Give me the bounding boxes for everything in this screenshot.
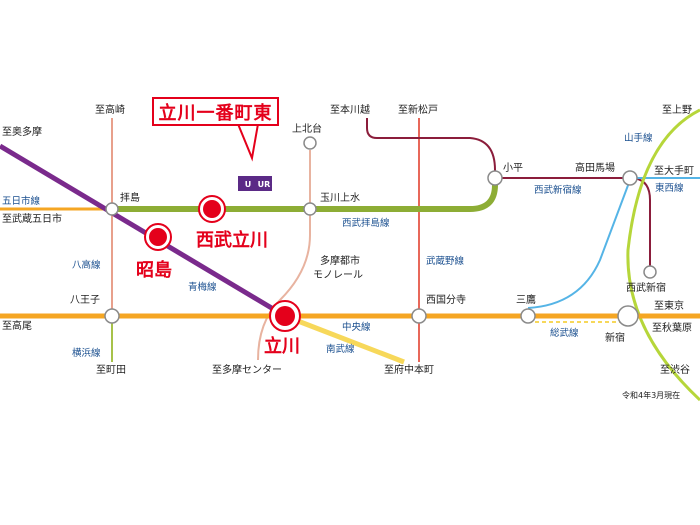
- label-tozai-line: 東西線: [655, 182, 684, 194]
- label-seibu-tachikawa: 西武立川: [196, 229, 268, 251]
- label-mitaka: 三鷹: [516, 293, 536, 306]
- label-monorail-line-2: モノレール: [313, 270, 363, 281]
- dir-machida: 至町田: [96, 364, 126, 376]
- station-kokubunji[interactable]: [411, 308, 427, 324]
- label-takadanobaba: 高田馬場: [575, 161, 615, 174]
- label-seibu-haijima-line: 西武拝島線: [342, 217, 390, 229]
- dir-takasaki: 至高崎: [95, 103, 125, 116]
- station-takadanobaba[interactable]: [622, 170, 638, 186]
- monorail-line: [257, 150, 311, 361]
- label-kokubunji: 西国分寺: [426, 294, 466, 306]
- seibu-shinjuku-line: [366, 118, 651, 272]
- label-seibu-shinjuku: 西武新宿: [626, 281, 666, 294]
- dir-musashi-itsukaichi: 至武蔵五日市: [2, 212, 62, 225]
- station-tamagawa-josui[interactable]: [303, 202, 317, 216]
- dir-ueno: 至上野: [662, 104, 692, 116]
- label-tachikawa: 立川: [264, 335, 300, 357]
- ome-line: [0, 143, 287, 319]
- station-haijima[interactable]: [105, 202, 119, 216]
- svg-text:U: U: [245, 180, 252, 189]
- dir-tokyo: 至東京: [654, 299, 684, 312]
- label-monorail-line-1: 多摩都市: [320, 254, 360, 267]
- label-kamikitadai: 上北台: [292, 122, 322, 135]
- label-shinjuku: 新宿: [605, 331, 625, 344]
- label-kodaira: 小平: [503, 162, 523, 174]
- seibu-haijima-line: [112, 178, 498, 212]
- label-sobu-line: 総武線: [550, 327, 579, 339]
- label-akishima: 昭島: [136, 259, 172, 281]
- callout-pointer: [236, 123, 260, 162]
- station-mitaka[interactable]: [520, 308, 536, 324]
- ur-logo-icon: U UR: [238, 176, 272, 191]
- callout-title: 立川一番町東: [152, 97, 279, 126]
- sobu-line: [527, 179, 631, 309]
- station-shinjuku[interactable]: [617, 305, 639, 327]
- dir-shin-matsudo: 至新松戸: [398, 103, 438, 116]
- dir-fuchu-hommachi: 至府中本町: [384, 363, 434, 376]
- station-kamikitadai[interactable]: [303, 136, 317, 150]
- label-hachioji: 八王子: [70, 294, 100, 306]
- dir-tama-center: 至多摩センター: [212, 363, 282, 376]
- label-yamanote-line: 山手線: [624, 132, 653, 144]
- highlight-akishima[interactable]: [144, 223, 172, 251]
- label-nambu-line: 南武線: [326, 343, 355, 355]
- highlight-seibu-tachikawa[interactable]: [198, 195, 226, 223]
- label-tamagawa-josui: 玉川上水: [320, 192, 360, 204]
- dir-okutama: 至奥多摩: [2, 125, 42, 138]
- yamanote-line: [626, 108, 700, 402]
- dir-hon-kawagoe: 至本川越: [330, 103, 370, 116]
- highlight-tachikawa[interactable]: [269, 300, 301, 332]
- dir-akihabara: 至秋葉原: [652, 321, 692, 334]
- dir-otemachi: 至大手町: [654, 164, 694, 177]
- label-musashino-line: 武蔵野線: [426, 255, 465, 267]
- label-haijima: 拝島: [120, 191, 140, 204]
- dir-takao: 至高尾: [2, 319, 32, 332]
- label-ome-line: 青梅線: [188, 281, 217, 293]
- label-seibu-shinjuku-line: 西武新宿線: [534, 184, 582, 196]
- label-itsukaichi-line: 五日市線: [2, 195, 41, 207]
- station-hachioji[interactable]: [104, 308, 120, 324]
- label-yokohama-line: 横浜線: [72, 347, 101, 359]
- station-kodaira[interactable]: [487, 170, 503, 186]
- svg-text:UR: UR: [258, 180, 271, 189]
- station-seibu-shinjuku[interactable]: [643, 265, 657, 279]
- date-note: 令和4年3月現在: [622, 390, 680, 400]
- dir-shibuya: 至渋谷: [660, 363, 690, 376]
- label-chuo-line: 中央線: [342, 321, 371, 333]
- nambu-line: [284, 313, 405, 365]
- label-hachiko-line: 八高線: [72, 259, 101, 271]
